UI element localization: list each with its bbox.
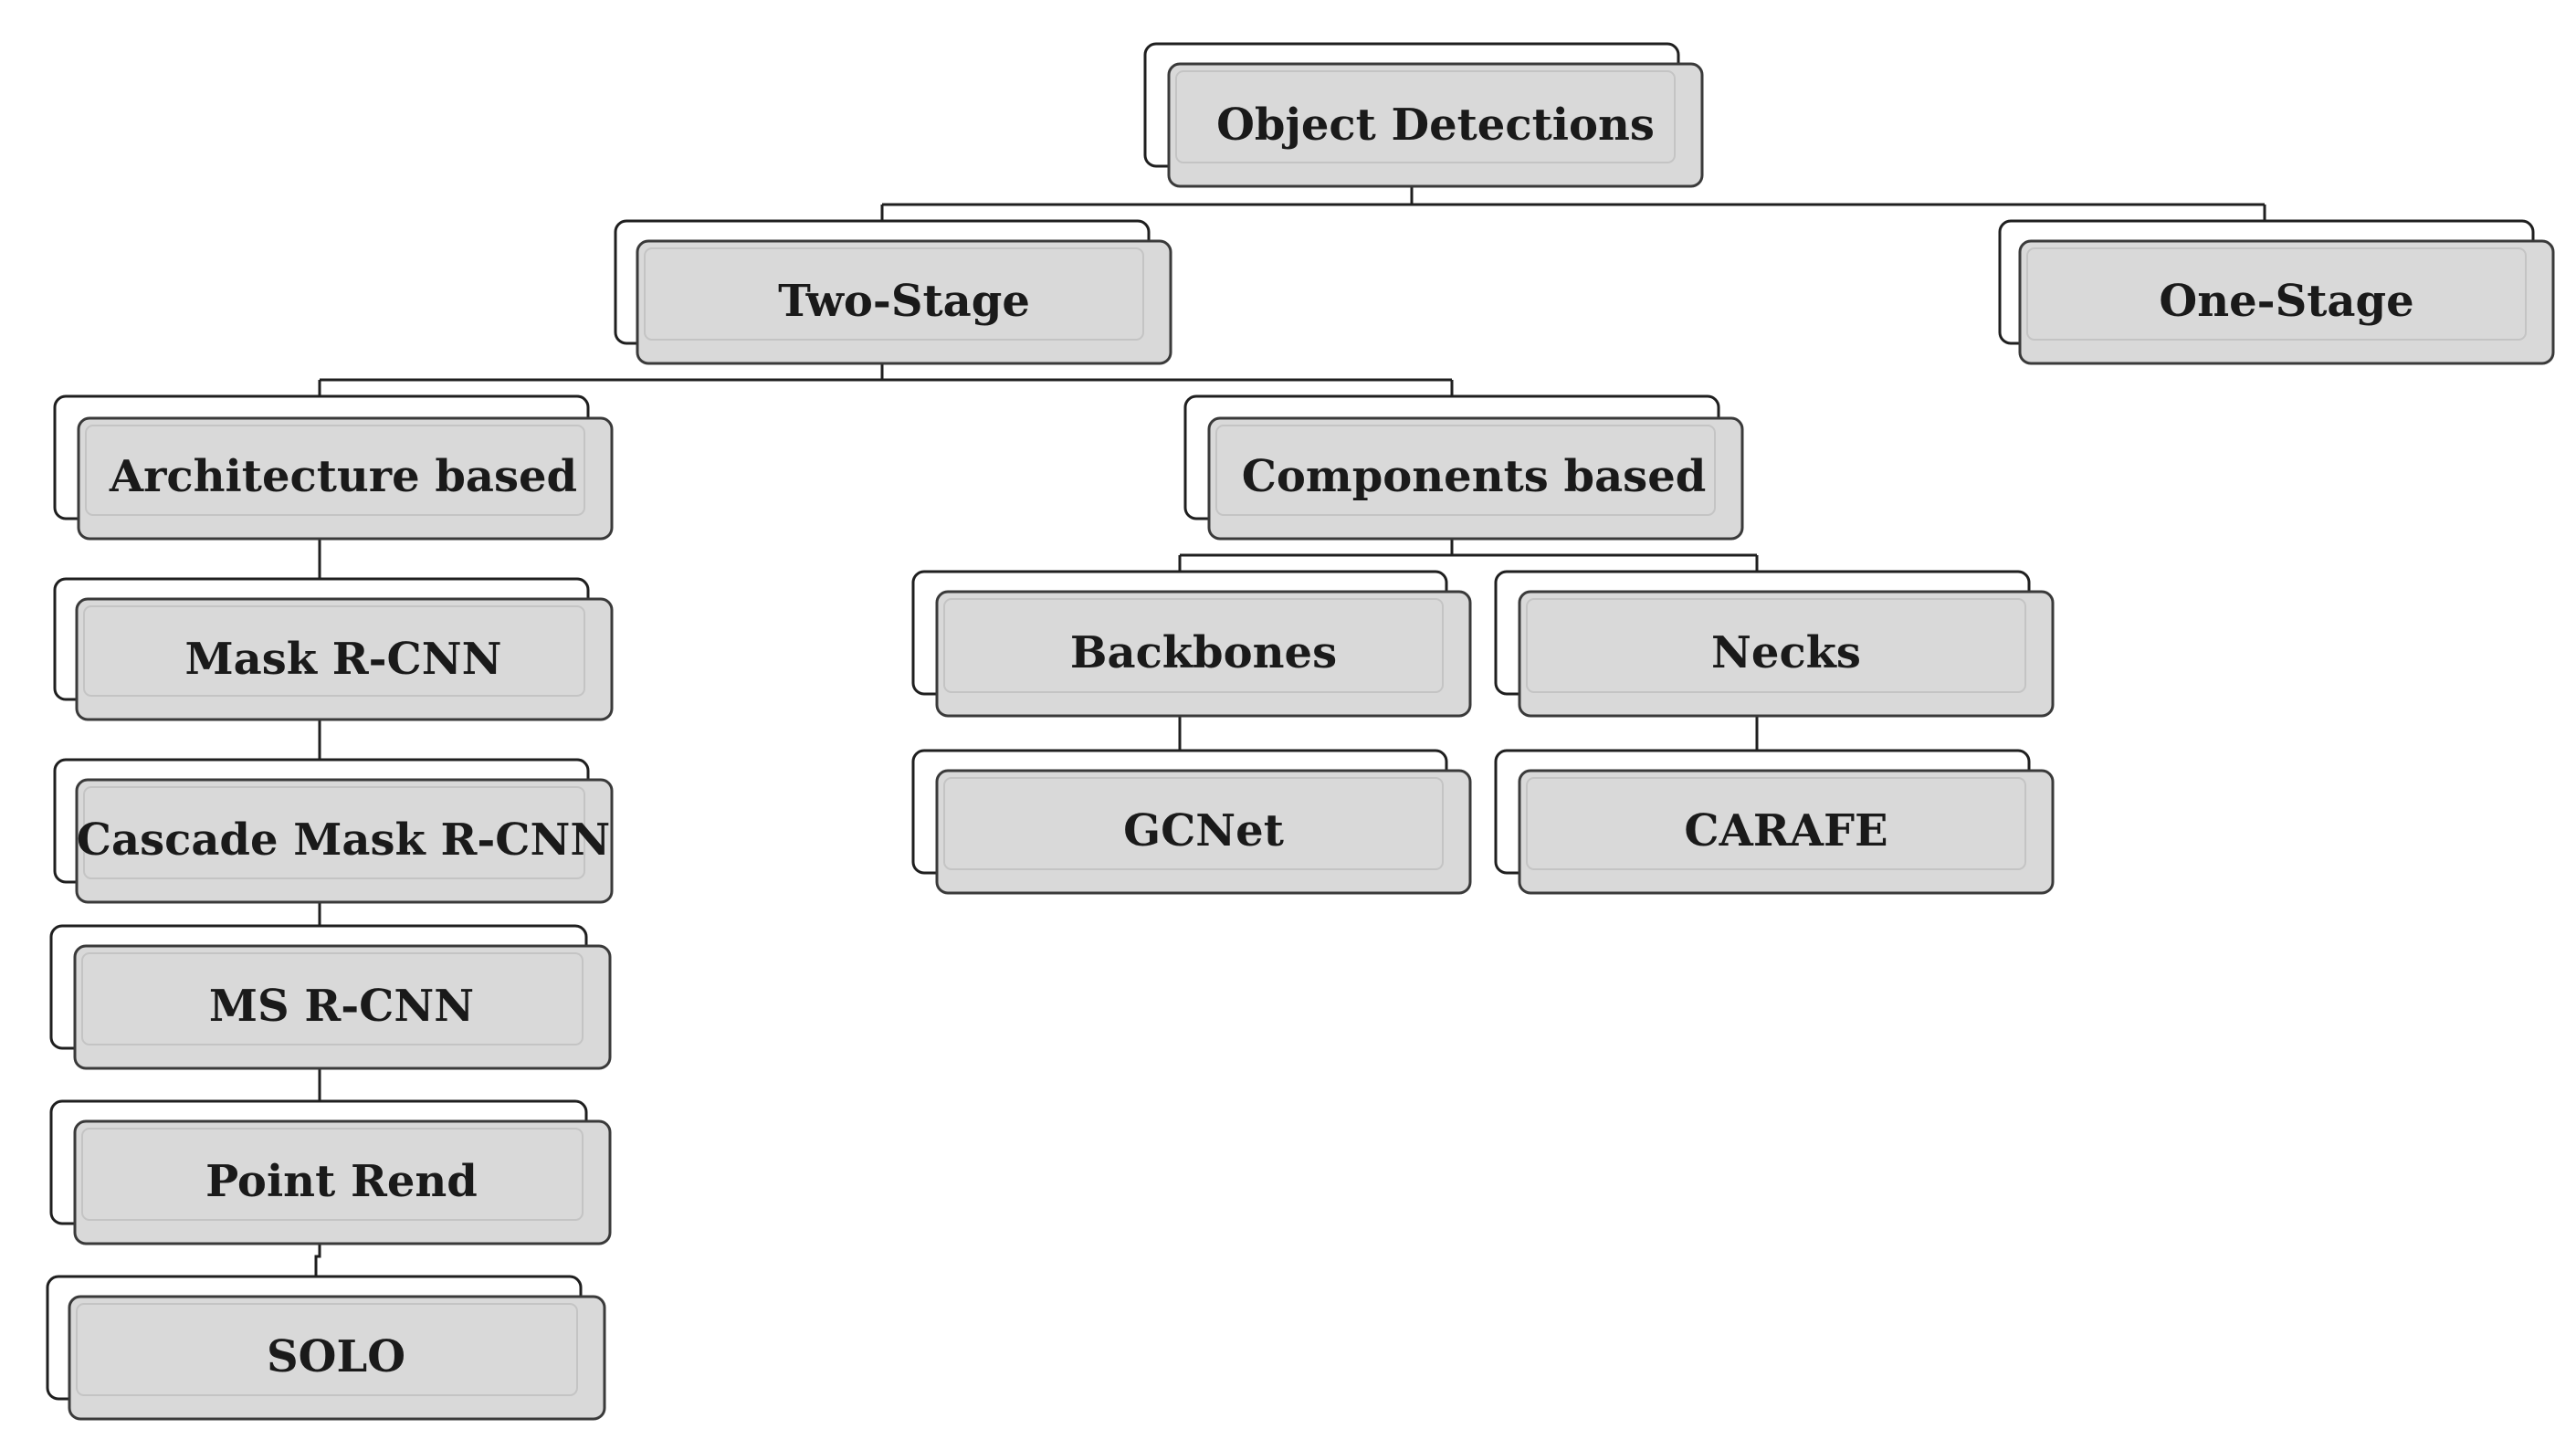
node-carafe: CARAFE [1494, 749, 2055, 895]
node-label-components-based: Components based [1242, 451, 1707, 502]
node-label-mask-r-cnn: Mask R-CNN [185, 634, 502, 685]
connector-architecture-chain [314, 539, 321, 1277]
node-label-backbones: Backbones [1070, 627, 1337, 678]
node-architecture-based: Architecture based [53, 394, 614, 541]
node-label-carafe: CARAFE [1684, 805, 1887, 856]
connector-two-stage [318, 363, 1454, 398]
node-mask-r-cnn: Mask R-CNN [53, 577, 614, 721]
diagram-nodes: Object Detections Two-Stage One-Stage Ar… [46, 42, 2555, 1421]
node-gcnet: GCNet [911, 749, 1472, 895]
node-label-object-detections: Object Detections [1216, 100, 1655, 151]
connector-lines [314, 186, 2266, 1277]
node-cascade-mask-r-cnn: Cascade Mask R-CNN [53, 758, 614, 904]
node-one-stage: One-Stage [1998, 219, 2555, 365]
node-label-cascade-mask-r-cnn: Cascade Mask R-CNN [77, 814, 610, 866]
connector-components [1178, 539, 1759, 573]
node-backbones: Backbones [911, 570, 1472, 718]
node-label-architecture-based: Architecture based [109, 451, 577, 502]
node-object-detections: Object Detections [1143, 42, 1704, 188]
node-ms-r-cnn: MS R-CNN [49, 924, 612, 1070]
node-label-solo: SOLO [267, 1331, 405, 1382]
node-label-ms-r-cnn: MS R-CNN [209, 981, 474, 1032]
node-solo: SOLO [46, 1275, 606, 1421]
node-components-based: Components based [1183, 394, 1744, 541]
node-label-necks: Necks [1711, 627, 1861, 678]
connector-root [880, 186, 2266, 223]
node-two-stage: Two-Stage [614, 219, 1172, 365]
node-label-one-stage: One-Stage [2159, 276, 2413, 327]
node-necks: Necks [1494, 570, 2055, 718]
node-label-point-rend: Point Rend [205, 1156, 478, 1207]
node-point-rend: Point Rend [49, 1099, 612, 1245]
node-label-two-stage: Two-Stage [778, 276, 1030, 327]
node-label-gcnet: GCNet [1123, 805, 1284, 856]
